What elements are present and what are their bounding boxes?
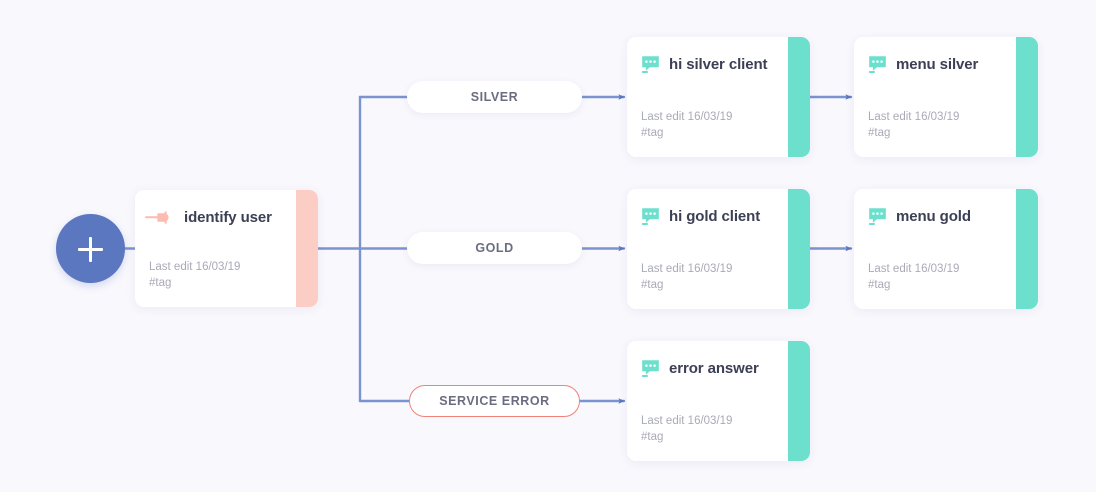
chat-bubble-icon [641,207,659,225]
card-meta: Last edit 16/03/19 #tag [149,259,240,291]
card-error-answer[interactable]: error answer Last edit 16/03/19 #tag [627,341,810,461]
card-tag: #tag [868,279,891,291]
card-body: identify user Last edit 16/03/19 #tag [135,190,296,307]
branch-label-gold[interactable]: GOLD [407,232,582,264]
card-last-edit: Last edit 16/03/19 [641,111,733,123]
branch-label-text: SILVER [470,90,519,104]
chat-bubble-icon [868,55,886,73]
branch-label-silver[interactable]: SILVER [407,81,582,113]
card-last-edit: Last edit 16/03/19 [868,263,960,275]
chat-bubble-icon [641,55,659,73]
card-body: menu silver Last edit 16/03/19 #tag [854,37,1016,157]
card-tag: #tag [641,431,664,443]
chat-bubble-icon [641,359,659,377]
card-last-edit: Last edit 16/03/19 [868,111,960,123]
card-hi-silver-client[interactable]: hi silver client Last edit 16/03/19 #tag [627,37,810,157]
card-body: hi silver client Last edit 16/03/19 #tag [627,37,788,157]
card-menu-silver[interactable]: menu silver Last edit 16/03/19 #tag [854,37,1038,157]
card-title: menu gold [896,207,971,225]
card-accent-strip [788,189,810,309]
card-body: hi gold client Last edit 16/03/19 #tag [627,189,788,309]
card-meta: Last edit 16/03/19 #tag [868,109,959,141]
add-node-button[interactable] [56,214,125,283]
card-accent-strip [788,37,810,157]
card-title: menu silver [896,55,979,73]
card-tag: #tag [641,127,664,139]
card-accent-strip [296,190,318,307]
card-tag: #tag [868,127,891,139]
card-tag: #tag [149,277,172,289]
plug-icon [145,211,169,224]
card-title: hi silver client [669,55,768,73]
card-identify-user[interactable]: identify user Last edit 16/03/19 #tag [135,190,318,307]
chat-bubble-icon [868,207,886,225]
card-title: error answer [669,359,759,377]
card-title: identify user [184,208,272,226]
card-meta: Last edit 16/03/19 #tag [868,261,959,293]
card-body: error answer Last edit 16/03/19 #tag [627,341,788,461]
card-accent-strip [1016,189,1038,309]
card-last-edit: Last edit 16/03/19 [641,415,733,427]
card-header: identify user [145,206,282,228]
branch-label-text: GOLD [475,241,514,255]
branch-label-service-error[interactable]: SERVICE ERROR [409,385,580,417]
card-meta: Last edit 16/03/19 #tag [641,261,732,293]
card-menu-gold[interactable]: menu gold Last edit 16/03/19 #tag [854,189,1038,309]
card-last-edit: Last edit 16/03/19 [149,261,241,273]
card-tag: #tag [641,279,664,291]
plus-icon [89,236,92,262]
card-meta: Last edit 16/03/19 #tag [641,109,732,141]
card-last-edit: Last edit 16/03/19 [641,263,733,275]
card-header: menu silver [868,53,1002,75]
card-accent-strip [1016,37,1038,157]
card-header: hi gold client [641,205,774,227]
card-title: hi gold client [669,207,761,225]
card-header: hi silver client [641,53,774,75]
card-hi-gold-client[interactable]: hi gold client Last edit 16/03/19 #tag [627,189,810,309]
card-body: menu gold Last edit 16/03/19 #tag [854,189,1016,309]
card-header: menu gold [868,205,1002,227]
card-meta: Last edit 16/03/19 #tag [641,413,732,445]
branch-label-text: SERVICE ERROR [439,394,550,408]
card-accent-strip [788,341,810,461]
card-header: error answer [641,357,774,379]
